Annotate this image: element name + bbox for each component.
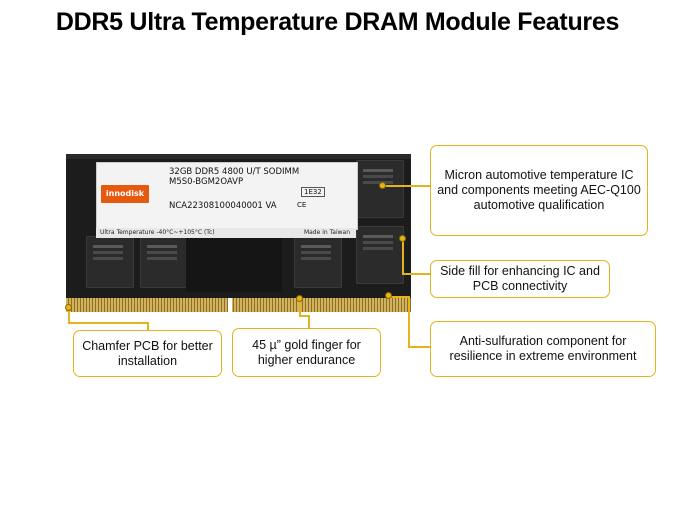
pcb-top-edge bbox=[66, 154, 411, 159]
connector-line bbox=[68, 322, 148, 324]
callout-text: Micron automotive temperature IC and com… bbox=[437, 168, 641, 212]
callout-text: Anti-sulfuration component for resilienc… bbox=[449, 334, 637, 363]
dram-chip bbox=[140, 236, 188, 288]
made-in-text: Made in Taiwan bbox=[303, 229, 350, 236]
connector-line bbox=[408, 346, 430, 348]
label-part-number: M5S0-BGM2OAVP bbox=[169, 177, 244, 187]
connector-line bbox=[389, 296, 409, 298]
connector-line bbox=[408, 296, 410, 347]
connector-line bbox=[402, 239, 404, 274]
temperature-strip: Ultra Temperature -40°C~+105°C (Tc) Made… bbox=[96, 228, 356, 238]
dram-chip bbox=[356, 160, 404, 218]
label-serial: NCA22308100040001 VA bbox=[169, 201, 277, 211]
connector-dot bbox=[385, 292, 392, 299]
connector-dot bbox=[379, 182, 386, 189]
callout-anti-sulfuration: Anti-sulfuration component for resilienc… bbox=[430, 321, 656, 377]
callout-chamfer-pcb: Chamfer PCB for better installation bbox=[73, 330, 222, 377]
connector-line bbox=[308, 315, 310, 328]
connector-line bbox=[147, 322, 149, 330]
callout-side-fill: Side fill for enhancing IC and PCB conne… bbox=[430, 260, 610, 298]
key-notch bbox=[228, 298, 232, 312]
connector-line bbox=[68, 309, 70, 323]
connector-dot bbox=[399, 235, 406, 242]
connector-line bbox=[402, 273, 430, 275]
connector-dot bbox=[296, 295, 303, 302]
gold-finger-contacts bbox=[66, 298, 411, 312]
dram-chip bbox=[356, 226, 404, 284]
dram-module-image: innodisk 32GB DDR5 4800 U/T SODIMM M5S0-… bbox=[66, 154, 411, 312]
dram-chip bbox=[86, 236, 134, 288]
callout-gold-finger: 45 µ” gold finger for higher endurance bbox=[232, 328, 381, 377]
connector-line bbox=[383, 185, 430, 187]
ce-mark-icon: CE bbox=[297, 201, 307, 209]
connector-line bbox=[299, 315, 309, 317]
module-label-sticker: innodisk 32GB DDR5 4800 U/T SODIMM M5S0-… bbox=[96, 162, 358, 230]
dram-chip bbox=[294, 236, 342, 288]
label-capacity: 32GB DDR5 4800 U/T SODIMM bbox=[169, 167, 300, 177]
callout-micron-automotive: Micron automotive temperature IC and com… bbox=[430, 145, 648, 236]
innodisk-logo: innodisk bbox=[101, 185, 149, 203]
connector-dot bbox=[65, 304, 72, 311]
temp-range-text: Ultra Temperature -40°C~+105°C (Tc) bbox=[100, 229, 215, 236]
callout-text: Side fill for enhancing IC and PCB conne… bbox=[440, 264, 600, 293]
label-tag: 1E32 bbox=[301, 187, 325, 197]
pcb-blank-area bbox=[186, 230, 282, 292]
page-title: DDR5 Ultra Temperature DRAM Module Featu… bbox=[55, 8, 620, 36]
callout-text: 45 µ” gold finger for higher endurance bbox=[252, 337, 361, 367]
connector-line bbox=[299, 300, 301, 316]
callout-text: Chamfer PCB for better installation bbox=[82, 338, 213, 368]
